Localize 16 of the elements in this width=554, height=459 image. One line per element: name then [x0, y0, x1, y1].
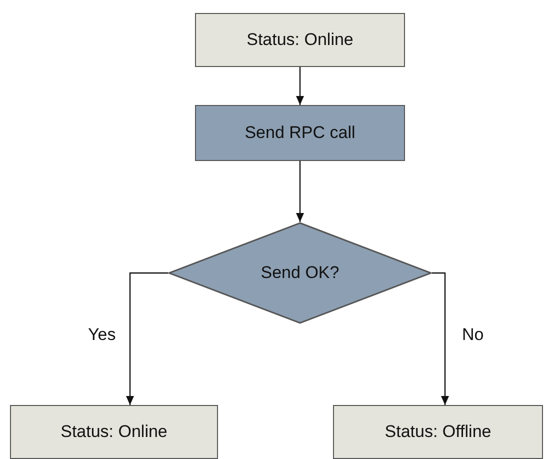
node-text: Status: Online [60, 422, 168, 442]
arrow [296, 67, 304, 105]
process-box [195, 13, 405, 67]
edge-label: No [462, 325, 484, 345]
node-text: Send OK? [260, 263, 340, 283]
arrow [432, 272, 449, 405]
action-box [195, 105, 405, 161]
arrow [126, 272, 168, 405]
process-box [333, 405, 543, 459]
edge-label: Yes [88, 325, 116, 345]
arrow [296, 161, 304, 222]
node-text: Send RPC call [244, 123, 356, 143]
node-text: Status: Online [246, 30, 354, 50]
process-box [10, 405, 218, 459]
decision-diamond [168, 222, 432, 324]
node-text: Status: Offline [384, 422, 492, 442]
